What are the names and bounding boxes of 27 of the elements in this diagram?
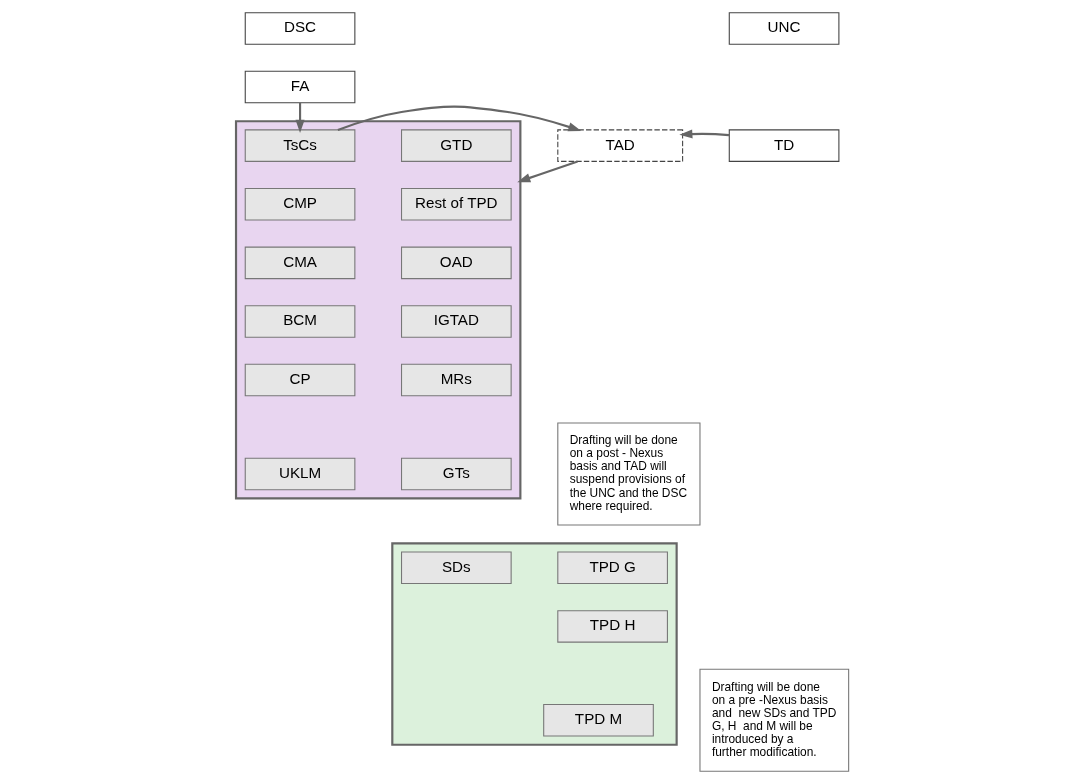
node-box: UNC: [728, 12, 839, 45]
node-box: TPD M: [542, 704, 654, 737]
node-box: BCM: [244, 305, 355, 338]
node-box: Rest of TPD: [400, 187, 512, 221]
cluster: [390, 542, 678, 746]
arrow: [678, 129, 729, 139]
node-box: CMP: [244, 187, 355, 221]
node-box: Drafting will be done on a pre -Nexus basis and new SDs and TPD G, H and M will be introduced by a further modification.: [698, 668, 849, 772]
node-box: TAD: [556, 129, 683, 162]
node-box: CP: [244, 363, 355, 397]
node-box: FA: [244, 70, 355, 104]
node-box: GTs: [400, 457, 512, 491]
node-box: TPD H: [556, 610, 668, 643]
node-box: GTD: [400, 129, 512, 162]
node-box: TsCs: [244, 129, 355, 162]
arrow: [516, 160, 578, 183]
node-box: OAD: [400, 246, 512, 280]
node-box: TPD G: [556, 551, 668, 585]
node-box: IGTAD: [400, 305, 512, 338]
arrow: [337, 105, 581, 132]
node-box: Drafting will be done on a post - Nexus basis and TAD will suspend provisions of the UNC and the DSC where required.: [556, 422, 701, 526]
node-box: MRs: [400, 363, 512, 397]
node-box: TD: [728, 129, 839, 162]
node-box: UKLM: [244, 457, 355, 491]
node-box: CMA: [244, 246, 355, 280]
node-box: DSC: [244, 12, 355, 45]
node-box: SDs: [400, 551, 512, 585]
